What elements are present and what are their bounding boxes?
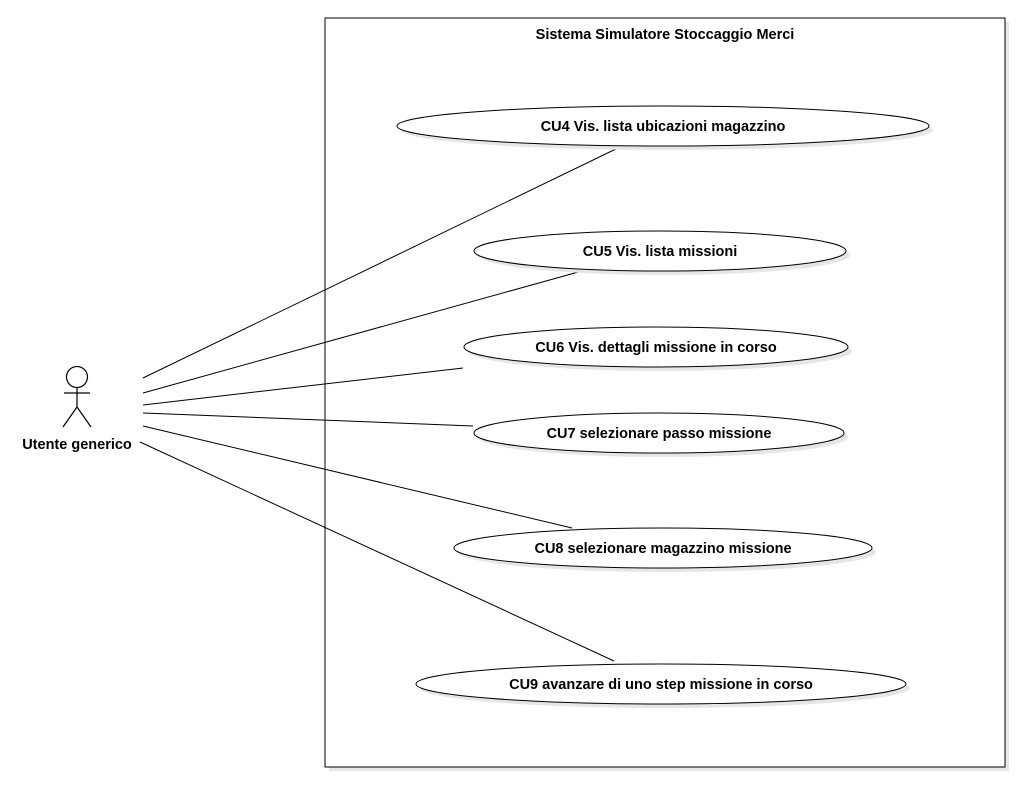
- use-case-label: CU8 selezionare magazzino missione: [534, 541, 791, 557]
- associations: [139, 146, 621, 662]
- use-case-ellipse: [473, 230, 847, 272]
- system-title: Sistema Simulatore Stoccaggio Merci: [536, 27, 795, 43]
- use-case-cu4[interactable]: CU4 Vis. lista ubicazioni magazzino: [396, 105, 933, 150]
- use-case-label: CU4 Vis. lista ubicazioni magazzino: [541, 119, 786, 135]
- use-case-label: CU6 Vis. dettagli missione in corso: [535, 340, 777, 356]
- association-line-cu4[interactable]: [142, 146, 621, 379]
- use-case-ellipse: [473, 412, 845, 454]
- actor[interactable]: Utente generico: [22, 365, 132, 454]
- use-case-cu6[interactable]: CU6 Vis. dettagli missione in corso: [463, 326, 852, 371]
- use-case-cu5[interactable]: CU5 Vis. lista missioni: [473, 230, 850, 275]
- use-case-label: CU5 Vis. lista missioni: [583, 244, 737, 260]
- use-case-cu9[interactable]: CU9 avanzare di uno step missione in cor…: [415, 663, 910, 708]
- stick-figure-actor-icon: [62, 365, 92, 428]
- association-line-cu8[interactable]: [142, 425, 573, 529]
- use-case-label: CU7 selezionare passo missione: [547, 426, 772, 442]
- use-case-label: CU9 avanzare di uno step missione in cor…: [509, 677, 813, 693]
- association-line-cu6[interactable]: [142, 367, 464, 406]
- actor-name: Utente generico: [22, 437, 132, 453]
- use-case-ellipse: [453, 527, 873, 569]
- association-line-cu7[interactable]: [142, 412, 474, 427]
- use-case-cu8[interactable]: CU8 selezionare magazzino missione: [453, 527, 876, 572]
- use-case-cu7[interactable]: CU7 selezionare passo missione: [473, 412, 848, 457]
- use-case-ellipse: [463, 326, 849, 368]
- association-line-cu5[interactable]: [142, 270, 583, 394]
- use-case-ellipse: [415, 663, 907, 705]
- association-line-cu9[interactable]: [139, 441, 615, 662]
- use-case-ellipse: [396, 105, 930, 147]
